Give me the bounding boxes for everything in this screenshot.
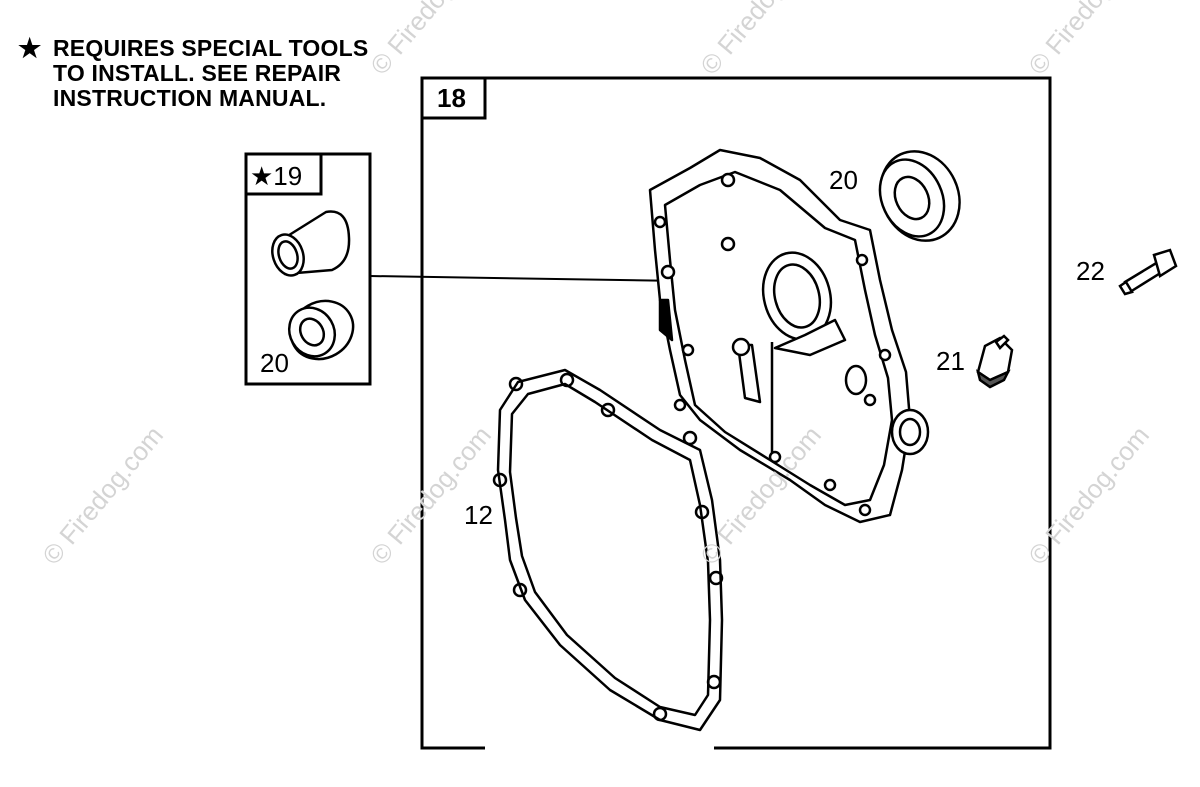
callout-20-inset: 20 (260, 348, 289, 378)
special-tools-note: ★ REQUIRES SPECIAL TOOLS TO INSTALL. SEE… (18, 33, 369, 111)
callout-20-main: 20 (829, 165, 858, 195)
assembly-box-18 (420, 76, 1052, 750)
crankcase-cover-part (648, 148, 930, 524)
callout-18: 18 (437, 83, 466, 113)
bushing-part (271, 210, 351, 277)
callout-12: 12 (464, 500, 493, 530)
bolt-part (1118, 248, 1178, 296)
inset-seal-part (287, 299, 355, 361)
callout-22: 22 (1076, 256, 1105, 286)
gasket-part (492, 368, 724, 732)
star-icon: ★ (18, 33, 42, 63)
note-line-1: REQUIRES SPECIAL TOOLS (53, 35, 369, 61)
note-line-3: INSTRUCTION MANUAL. (53, 85, 327, 111)
callout-21: 21 (936, 346, 965, 376)
oil-seal-part (878, 150, 961, 242)
callout-19: ★19 (250, 161, 303, 191)
note-line-2: TO INSTALL. SEE REPAIR (53, 60, 342, 86)
inset-box-19 (244, 152, 372, 386)
drain-plug-part (976, 334, 1014, 389)
